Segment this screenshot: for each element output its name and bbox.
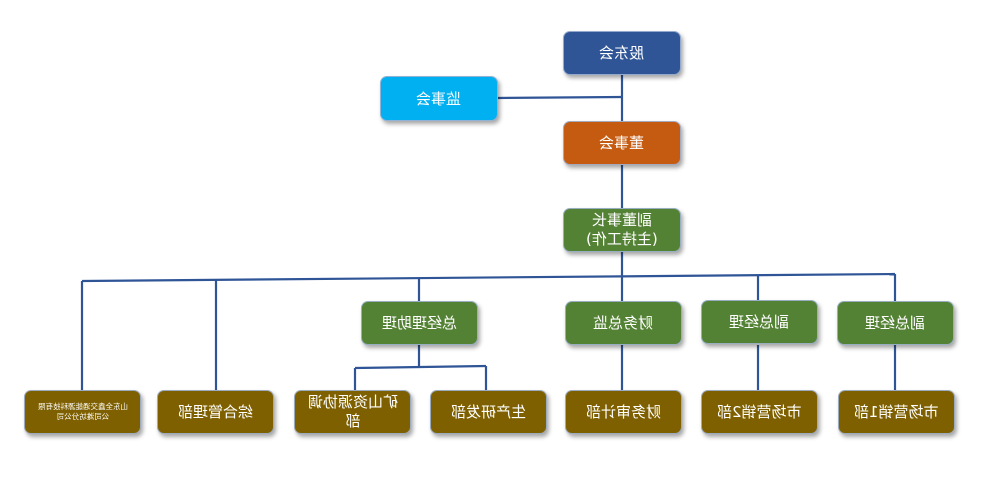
node-label-line1: 副董事长 — [591, 211, 652, 230]
node-deputy-gm-1[interactable]: 副总经理 — [837, 301, 954, 345]
node-label: 生产研发部 — [450, 403, 526, 421]
node-label: 股东会 — [599, 44, 645, 62]
node-label: 副总经理 — [865, 314, 926, 332]
node-label: 市场营销1部 — [854, 403, 939, 421]
node-label-line2: (主持工作) — [586, 230, 658, 248]
node-label: 副总经理 — [729, 313, 790, 331]
node-label: 监事会 — [416, 89, 462, 108]
node-shareholders[interactable]: 股东会 — [563, 31, 681, 75]
node-gm-assistant[interactable]: 总经理助理 — [361, 301, 478, 345]
node-label: 山东全鑫交通能源科技有限公司潍坊分公司 — [37, 401, 128, 421]
node-label: 董事会 — [599, 134, 645, 152]
node-label: 综合管理部 — [177, 403, 253, 421]
node-board[interactable]: 董事会 — [563, 121, 681, 165]
node-supervisors[interactable]: 监事会 — [380, 76, 498, 121]
node-vice-chairman[interactable]: 副董事长 (主持工作) — [563, 208, 681, 252]
node-deputy-gm-2[interactable]: 副总经理 — [701, 300, 818, 344]
node-production-rd[interactable]: 生产研发部 — [430, 390, 547, 434]
node-general-admin[interactable]: 综合管理部 — [157, 390, 274, 434]
node-finance-audit[interactable]: 财务审计部 — [565, 390, 682, 434]
node-label: 财务总监 — [593, 314, 654, 332]
node-finance-director[interactable]: 财务总监 — [565, 301, 682, 345]
node-label: 市场营销2部 — [717, 403, 802, 421]
node-marketing-1[interactable]: 市场营销1部 — [838, 390, 955, 434]
node-label: 财务审计部 — [585, 403, 661, 421]
node-mining-coord[interactable]: 矿山资源协调部 — [294, 390, 411, 434]
node-label: 矿山资源协调部 — [307, 393, 398, 430]
connector-supervisors — [496, 95, 623, 100]
connector-split-bar — [354, 364, 487, 370]
node-subsidiary[interactable]: 山东全鑫交通能源科技有限公司潍坊分公司 — [24, 390, 141, 434]
node-label: 总经理助理 — [381, 314, 457, 332]
node-marketing-2[interactable]: 市场营销2部 — [701, 390, 818, 434]
connector-main-bus — [81, 272, 896, 283]
